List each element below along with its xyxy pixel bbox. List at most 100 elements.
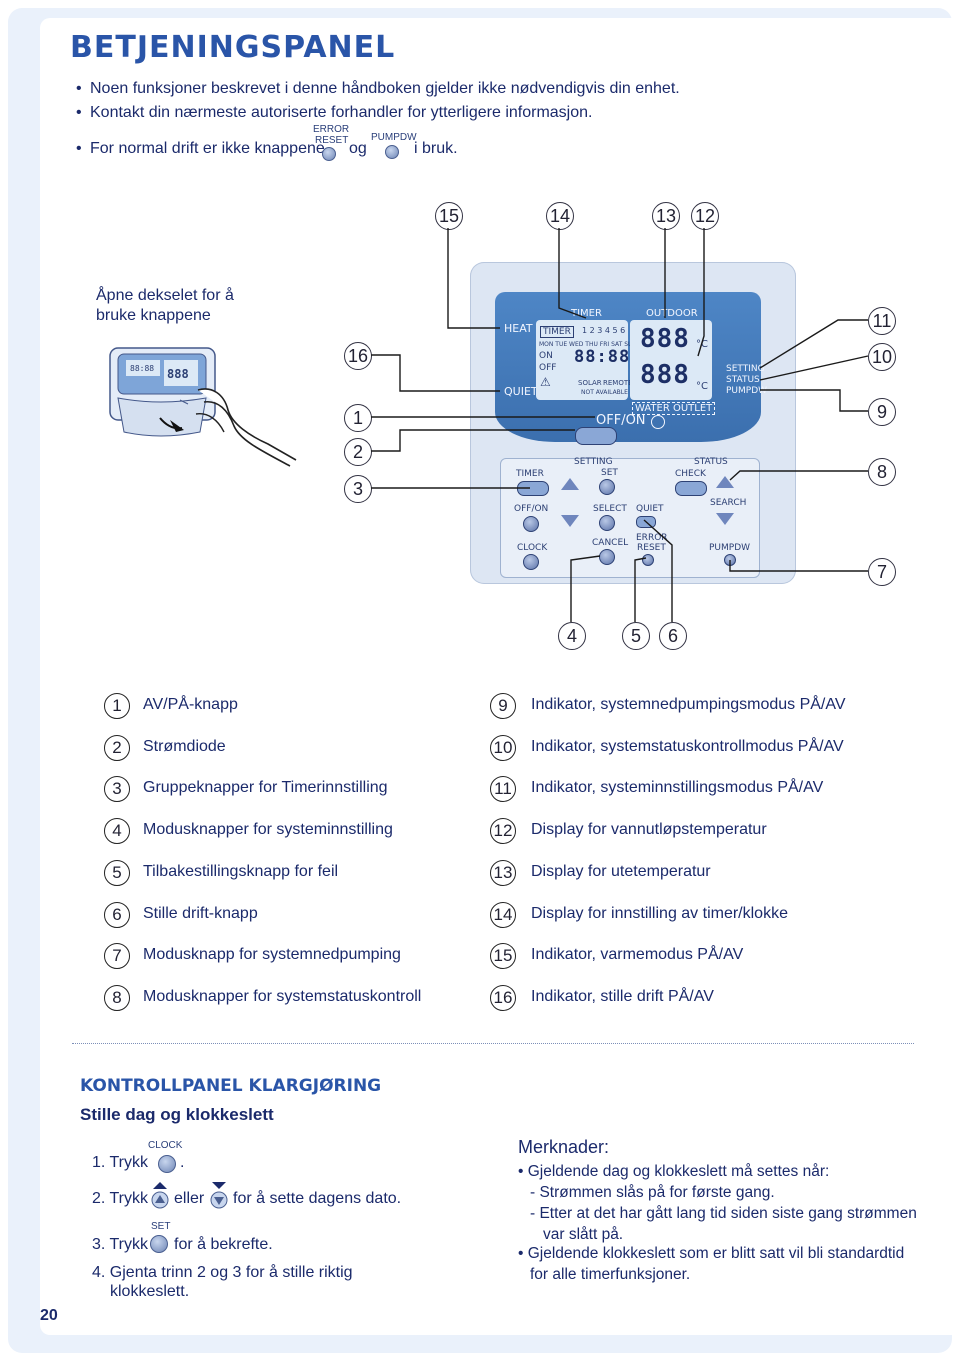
heat-indicator: HEAT (504, 322, 533, 335)
status-up-button[interactable] (716, 476, 734, 488)
callout-16: 16 (344, 342, 372, 370)
water-temp-digits: 888 (640, 360, 690, 390)
callout-6: 6 (659, 622, 687, 650)
outdoor-header: OUTDOOR (646, 308, 698, 319)
step-2-a: 2. Trykk (92, 1190, 149, 1207)
legend-number: 3 (104, 776, 130, 803)
off-on-label: OFF/ON (596, 413, 646, 428)
page-title: BETJENINGSPANEL (70, 30, 396, 65)
callout-2: 2 (344, 438, 372, 466)
legend-number: 14 (490, 901, 516, 928)
power-led-icon (651, 415, 665, 429)
legend-text: Gruppeknapper for Timerinnstilling (143, 779, 388, 797)
cancel-button[interactable] (599, 549, 615, 565)
svg-text:888: 888 (167, 367, 189, 381)
timer-offon-button[interactable] (523, 516, 539, 532)
legend-text: Display for innstilling av timer/klokke (531, 904, 788, 922)
callout-15: 15 (435, 202, 463, 230)
legend-number: 9 (490, 693, 516, 719)
section-heading: KONTROLLPANEL KLARGJØRING (80, 1076, 382, 1096)
open-cover-line1: Åpne dekselet for å (96, 287, 234, 304)
legend-number: 10 (490, 734, 516, 761)
step-4-line2: klokkeslett. (110, 1283, 190, 1300)
note-2-line1: Gjeldende klokkeslett som er blitt satt … (527, 1245, 905, 1262)
status-group-label: STATUS (694, 457, 728, 467)
reset-btn-label: RESET (637, 543, 666, 553)
setting-down-button[interactable] (561, 515, 579, 527)
legend-text: Modusknapper for systeminnstilling (143, 821, 393, 839)
legend-number: 11 (490, 776, 516, 803)
legend-text: Indikator, systeminnstillingsmodus PÅ/AV (531, 779, 824, 797)
legend-text: Tilbakestillingsknapp for feil (143, 862, 339, 880)
legend-number: 1 (104, 693, 130, 719)
timer-group-label: TIMER (516, 469, 544, 479)
lcd-days: MON TUE WED THU FRI SAT SUN (539, 341, 637, 348)
legend-text: Indikator, varmemodus PÅ/AV (531, 946, 744, 964)
step-set-label: SET (151, 1221, 171, 1232)
off-on-button[interactable] (575, 427, 617, 445)
legend-text: Display for utetemperatur (531, 862, 711, 880)
setting-group-label: SETTING (574, 457, 613, 467)
error-reset-button[interactable] (642, 554, 654, 566)
water-outlet-label: WATER OUTLET (632, 402, 716, 415)
step-4-line1: 4. Gjenta trinn 2 og 3 for å stille rikt… (92, 1264, 353, 1281)
legend-text: AV/PÅ-knapp (143, 696, 238, 713)
intro-bullet-1: •Noen funksjoner beskrevet i denne håndb… (76, 80, 680, 97)
legend-text: Stille drift-knapp (143, 904, 258, 922)
step-3-a: 3. Trykk (92, 1236, 149, 1253)
legend-number: 15 (490, 943, 516, 970)
note-1b-line2: var slått på. (543, 1226, 624, 1243)
up-arrow-button-icon (151, 1182, 169, 1209)
callout-4: 4 (558, 622, 586, 650)
error-btn-label: ERROR (636, 533, 668, 543)
legend-text: Display for vannutløpstemperatur (531, 821, 767, 839)
intro-bullet-2: •Kontakt din nærmeste autoriserte forhan… (76, 104, 593, 121)
page-number: 20 (40, 1307, 58, 1324)
step-2-b: eller (174, 1190, 205, 1207)
step-1-b: . (180, 1154, 185, 1171)
legend-number: 4 (104, 818, 130, 845)
legend-text: Indikator, systemnedpumpingsmodus PÅ/AV (531, 696, 846, 713)
search-label: SEARCH (710, 498, 747, 508)
open-cover-line2: bruke knappene (96, 307, 211, 324)
water-deg-c: °C (696, 381, 708, 392)
lcd-day-numbers: 1 2 3 4 5 6 (582, 326, 626, 335)
callout-11: 11 (868, 307, 896, 335)
clock-button-icon (158, 1155, 176, 1173)
set-button[interactable] (599, 479, 615, 495)
legend-text: Indikator, stille drift PÅ/AV (531, 987, 714, 1005)
check-button[interactable] (675, 481, 707, 496)
legend-number: 16 (490, 984, 516, 1011)
lcd-clock-digits: 88:88 (574, 347, 631, 367)
note-bullet-2: • Gjeldende klokkeslett som er blitt sat… (518, 1245, 905, 1262)
warning-icon: ⚠ (540, 375, 551, 389)
step-clock-label: CLOCK (148, 1140, 183, 1151)
clock-button[interactable] (523, 554, 539, 570)
callout-9: 9 (868, 398, 896, 426)
pumpdw-indicator: PUMPDW (726, 386, 768, 396)
note-2-line2: for alle timerfunksjoner. (530, 1266, 691, 1283)
intro-bullet-3-og: og (349, 140, 367, 157)
intro-bullet-3-c: i bruk. (414, 140, 458, 157)
setting-up-button[interactable] (561, 478, 579, 490)
intro-bullet-3: •For normal drift er ikke knappene (76, 140, 325, 157)
check-label: CHECK (675, 469, 706, 479)
lcd-remote: REMOTE (603, 379, 633, 387)
pumpdw-btn-label: PUMPDW (709, 543, 751, 553)
legend-number: 2 (104, 734, 130, 761)
pumpdw-button-icon (385, 145, 399, 159)
setting-indicator: SETTING (726, 364, 765, 374)
cancel-label: CANCEL (592, 538, 629, 548)
status-down-button[interactable] (716, 513, 734, 525)
callout-12: 12 (691, 202, 719, 230)
reset-label: RESET (315, 135, 349, 146)
callout-3: 3 (344, 475, 372, 503)
select-label: SELECT (593, 504, 627, 514)
intro-bullet-1-text: Noen funksjoner beskrevet i denne håndbo… (90, 80, 680, 97)
error-reset-button-icon (322, 147, 336, 161)
select-button[interactable] (599, 515, 615, 531)
step-1-a: 1. Trykk (92, 1154, 149, 1171)
set-button-icon (150, 1235, 168, 1253)
legend-number: 8 (104, 984, 130, 1011)
temperature-lcd (630, 320, 712, 400)
